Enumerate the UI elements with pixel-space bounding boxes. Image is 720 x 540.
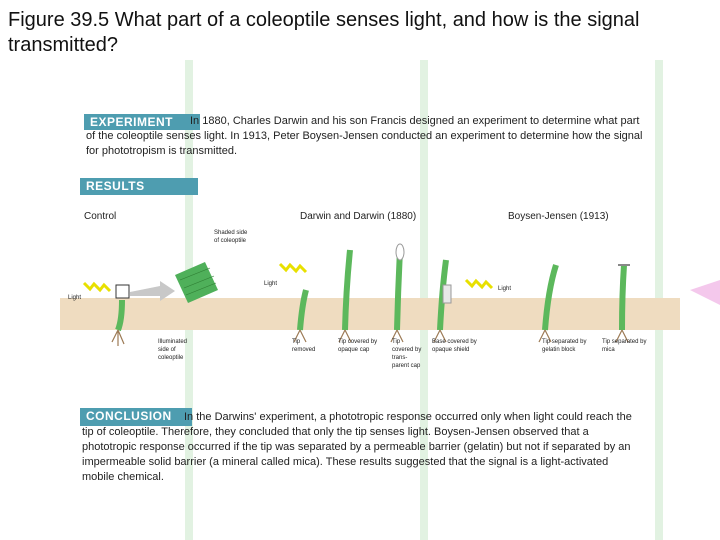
caption-opaque-shield: Base covered by opaque shield: [432, 339, 477, 353]
experiment-text: In 1880, Charles Darwin and his son Fran…: [86, 115, 643, 157]
illuminated-side-label: Illuminated side of coleoptile: [158, 339, 188, 361]
roots: [111, 329, 125, 346]
caption-tip-removed: Tip removed: [292, 339, 316, 353]
conclusion-text: In the Darwins' experiment, a phototropi…: [82, 411, 632, 483]
coleoptile: [394, 249, 403, 331]
coleoptile: [297, 289, 309, 331]
light-bolt-icon: [278, 262, 308, 274]
roots: [538, 329, 552, 343]
light-label: Light: [498, 286, 512, 292]
caption-opaque-cap: Tip covered by opaque cap: [338, 339, 378, 353]
coleoptile: [542, 264, 559, 331]
bg-shape: [690, 280, 720, 305]
control-header: Control: [84, 211, 117, 222]
experiment-label: EXPERIMENT: [84, 114, 200, 130]
roots: [615, 329, 629, 343]
cell-line: [185, 282, 217, 296]
coleoptile: [115, 299, 125, 332]
roots: [338, 329, 352, 343]
light-label: Light: [264, 281, 278, 287]
cell-line: [183, 275, 215, 289]
light-bolt-icon: [82, 281, 112, 293]
roots: [433, 329, 447, 343]
roots: [390, 329, 404, 343]
cell-line: [179, 267, 211, 281]
magnify-box: [115, 284, 130, 299]
page-title: Figure 39.5 What part of a coleoptile se…: [8, 9, 640, 56]
magnify-arrow: [130, 281, 175, 301]
opaque-shield: [442, 284, 452, 304]
boysen-header: Boysen-Jensen (1913): [508, 211, 609, 222]
magnified-coleoptile-block: [175, 262, 218, 303]
results-label: RESULTS: [80, 178, 198, 195]
roots: [293, 329, 307, 343]
coleoptile: [619, 264, 627, 331]
light-label: Light: [68, 295, 82, 301]
light-bolt-icon: [464, 278, 494, 290]
transparent-cap: [395, 243, 405, 261]
caption-gelatin: Tip separated by gelatin block: [542, 339, 587, 353]
shaded-side-label: Shaded side of coleoptile: [214, 230, 248, 244]
darwin-header: Darwin and Darwin (1880): [300, 211, 417, 222]
caption-transparent-cap: Tip covered by trans- parent cap: [392, 339, 422, 369]
caption-mica: Tip separated by mica: [602, 339, 647, 353]
coleoptile: [342, 249, 353, 331]
soil-band: [60, 298, 680, 330]
conclusion-label: CONCLUSION: [80, 408, 192, 426]
